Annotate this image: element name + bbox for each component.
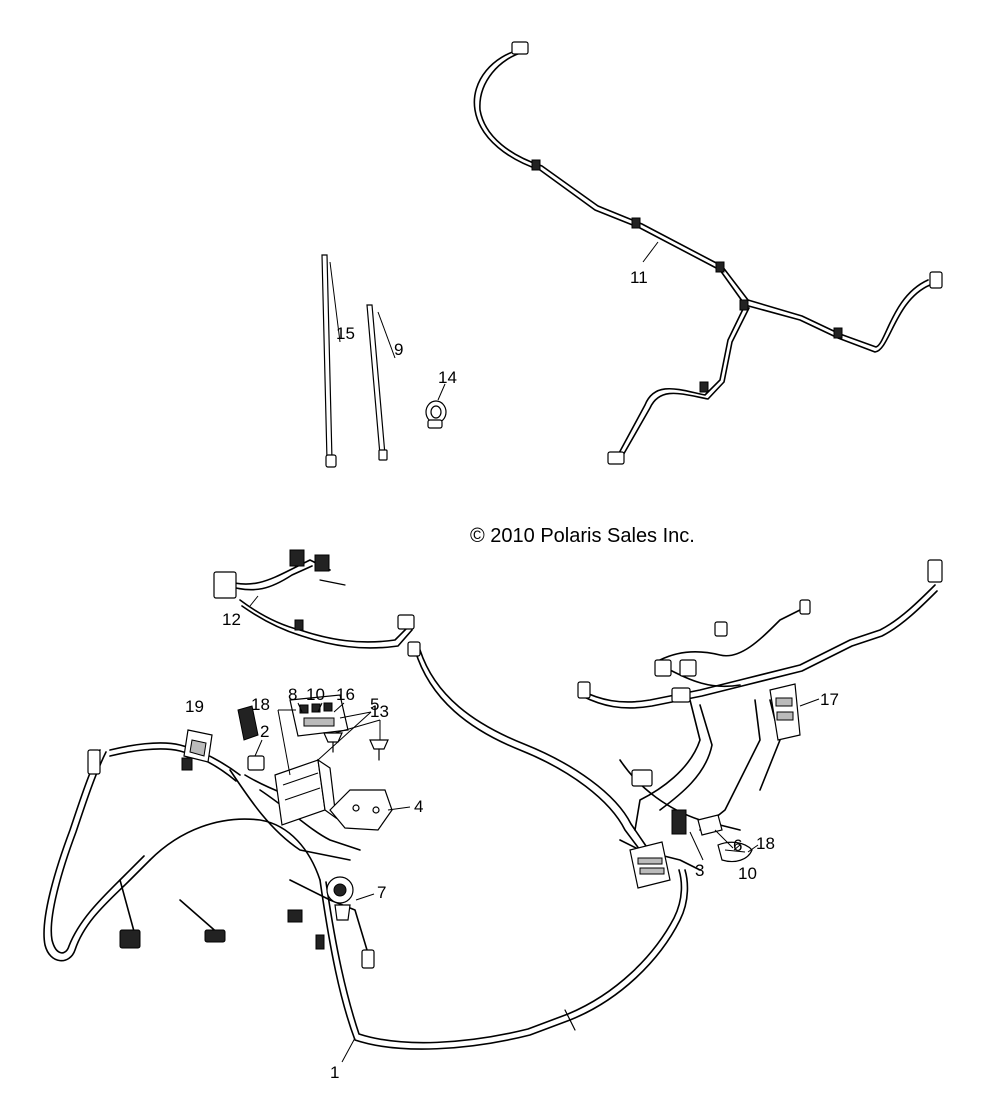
callout-3: 3 xyxy=(695,861,704,880)
callout-18a: 18 xyxy=(251,695,270,714)
copyright-notice: © 2010 Polaris Sales Inc. xyxy=(470,525,695,547)
relay-17 xyxy=(769,683,801,741)
callout-10a: 10 xyxy=(306,685,325,704)
harness-1 xyxy=(43,641,689,1050)
callout-7: 7 xyxy=(377,883,386,902)
cable-tie-9 xyxy=(366,304,388,461)
part-2 xyxy=(237,705,265,771)
bracket-4 xyxy=(329,789,393,831)
callout-13: 13 xyxy=(370,702,389,721)
fuse-box-base xyxy=(274,758,337,826)
callout-4: 4 xyxy=(414,797,423,816)
callout-18b: 18 xyxy=(756,834,775,853)
part-19 xyxy=(183,729,213,763)
callout-15: 15 xyxy=(336,324,355,343)
callout-8: 8 xyxy=(288,685,297,704)
harness-11 xyxy=(473,41,943,465)
callout-16: 16 xyxy=(336,685,355,704)
callout-17: 17 xyxy=(820,690,839,709)
push-pin-13 xyxy=(323,732,389,761)
callout-14: 14 xyxy=(438,368,457,387)
clip-14 xyxy=(425,400,447,429)
part-7 xyxy=(326,876,354,921)
callout-6: 6 xyxy=(733,836,742,855)
callout-9: 9 xyxy=(394,340,403,359)
fuse-box-cover xyxy=(289,694,349,737)
callout-10b: 10 xyxy=(738,864,757,883)
callout-labels: 1 2 3 4 5 6 7 8 9 10 10 11 12 13 14 15 1… xyxy=(185,268,839,1082)
callout-1: 1 xyxy=(330,1063,339,1082)
part-6 xyxy=(697,814,723,836)
fuse-cover-18 xyxy=(717,841,753,863)
callout-11: 11 xyxy=(630,268,648,287)
harness-12 xyxy=(213,549,415,649)
cable-tie-15 xyxy=(321,254,337,468)
callout-5: 5 xyxy=(370,695,379,714)
callout-19: 19 xyxy=(185,697,204,716)
leader-lines xyxy=(249,241,820,1063)
harness-3 xyxy=(577,559,943,889)
callout-2: 2 xyxy=(260,722,269,741)
callout-12: 12 xyxy=(222,610,241,629)
